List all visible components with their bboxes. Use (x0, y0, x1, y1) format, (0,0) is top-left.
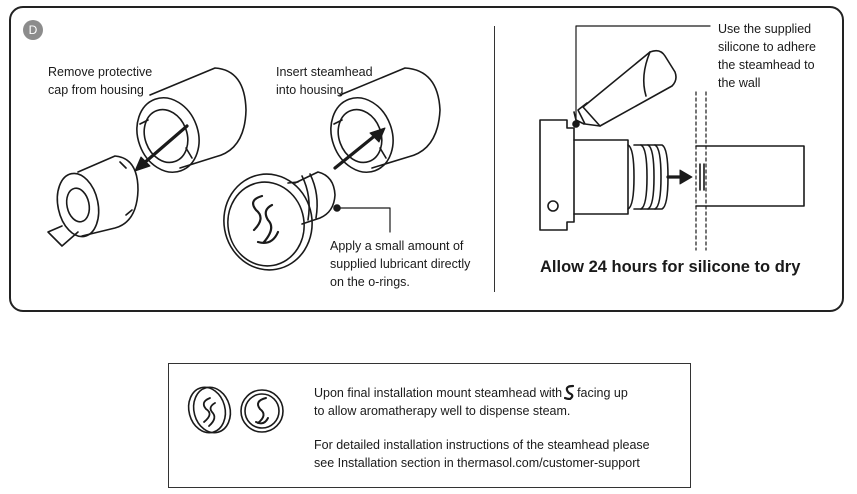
silicone-dry-caption: Allow 24 hours for silicone to dry (540, 258, 801, 276)
remove-arrow (134, 124, 189, 172)
housing-illustration-2 (330, 67, 441, 173)
note-line-1-end: facing up (577, 386, 628, 400)
insert-steamhead-caption: Insert steamhead into housing (276, 65, 373, 97)
remove-cap-caption: Remove protective cap from housing (48, 65, 153, 97)
panel-divider (494, 26, 495, 292)
installation-step-panel (9, 6, 844, 312)
note-line-2: to allow aromatherapy well to dispense s… (314, 404, 571, 418)
wall-section-illustration (695, 91, 805, 251)
lubricant-leader-line (333, 204, 391, 233)
note-line-4: see Installation section in thermasol.co… (314, 456, 640, 470)
steamhead-angled-icon (187, 386, 232, 434)
steam-s-icon (564, 384, 575, 400)
note-line-3: For detailed installation instructions o… (314, 438, 650, 452)
silicone-caption: Use the supplied silicone to adhere the … (718, 22, 816, 90)
steamhead-front-icon (240, 389, 284, 433)
note-line-1: Upon final installation mount steamhead … (314, 384, 628, 402)
protective-cap-illustration (47, 155, 139, 247)
lubricant-caption: Apply a small amount of supplied lubrica… (330, 239, 471, 289)
wall-mount-arrow (666, 169, 693, 185)
steamhead-orientation-note (168, 363, 691, 488)
insert-arrow (333, 127, 386, 170)
wall-bracket-illustration (539, 119, 669, 231)
steamhead-illustration (223, 171, 336, 271)
silicone-tube-illustration (573, 49, 677, 127)
note-line-1-start: Upon final installation mount steamhead … (314, 386, 563, 400)
step-badge: D (23, 20, 43, 40)
silicone-leader-line (572, 25, 711, 128)
